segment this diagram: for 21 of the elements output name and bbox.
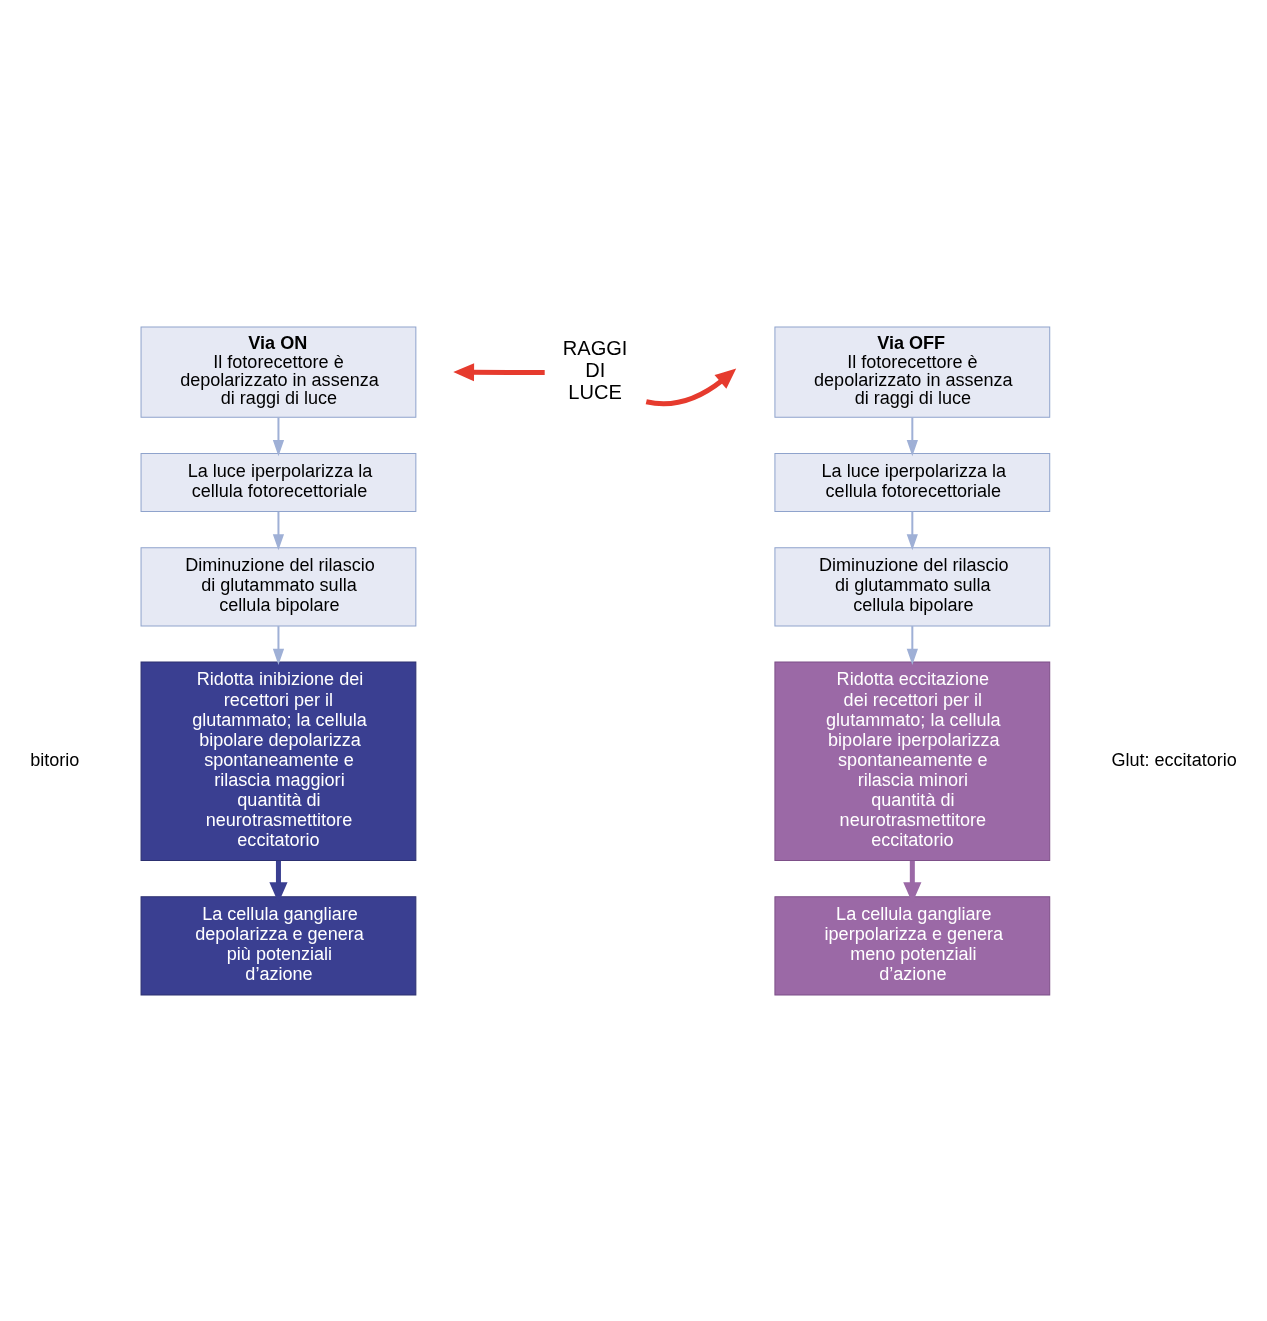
label: bitorio	[30, 749, 80, 770]
node-box: Ridotta eccitazione dei recettori per il glutammato; la cellula bipolare iperpolarizza spontaneamente e rilascia minori quantità di neurotrasmettitore eccitatorio	[774, 661, 1051, 861]
node-box: Via ON Il fotorecettore è depolarizzato in assenza di raggi di luce	[140, 326, 417, 418]
node-box: La cellula gangliare iperpolarizza e genera meno potenziali d’azione	[774, 895, 1051, 995]
node-box: La luce iperpolarizza la cellula fotorecettoriale	[140, 452, 417, 512]
arrow	[906, 417, 918, 456]
node-box: La luce iperpolarizza la cellula fotorecettoriale	[774, 452, 1051, 512]
arrow	[272, 417, 285, 456]
node-text: RAGGI DI LUCE	[562, 336, 628, 403]
arrow	[453, 362, 545, 381]
arrow	[272, 511, 285, 550]
arrow	[906, 511, 918, 550]
node-box: Ridotta inibizione dei recettori per il glutammato; la cellula bipolare depolarizza spontaneamente e rilascia maggiori quantità di neurotrasmettitore eccitatorio	[140, 661, 417, 861]
node-box: Diminuzione del rilascio di glutammato sulla cellula bipolare	[140, 546, 417, 626]
arrow	[906, 625, 918, 665]
arrow	[645, 367, 737, 406]
label: Glut: eccitatorio	[1111, 749, 1237, 770]
node-box: Via OFF Il fotorecettore è depolarizzato in assenza di raggi di luce	[774, 326, 1051, 418]
node-box: La cellula gangliare depolarizza e genera più potenziali d’azione	[140, 895, 417, 995]
node-box: Diminuzione del rilascio di glutammato sulla cellula bipolare	[774, 546, 1051, 626]
arrow	[272, 625, 285, 665]
